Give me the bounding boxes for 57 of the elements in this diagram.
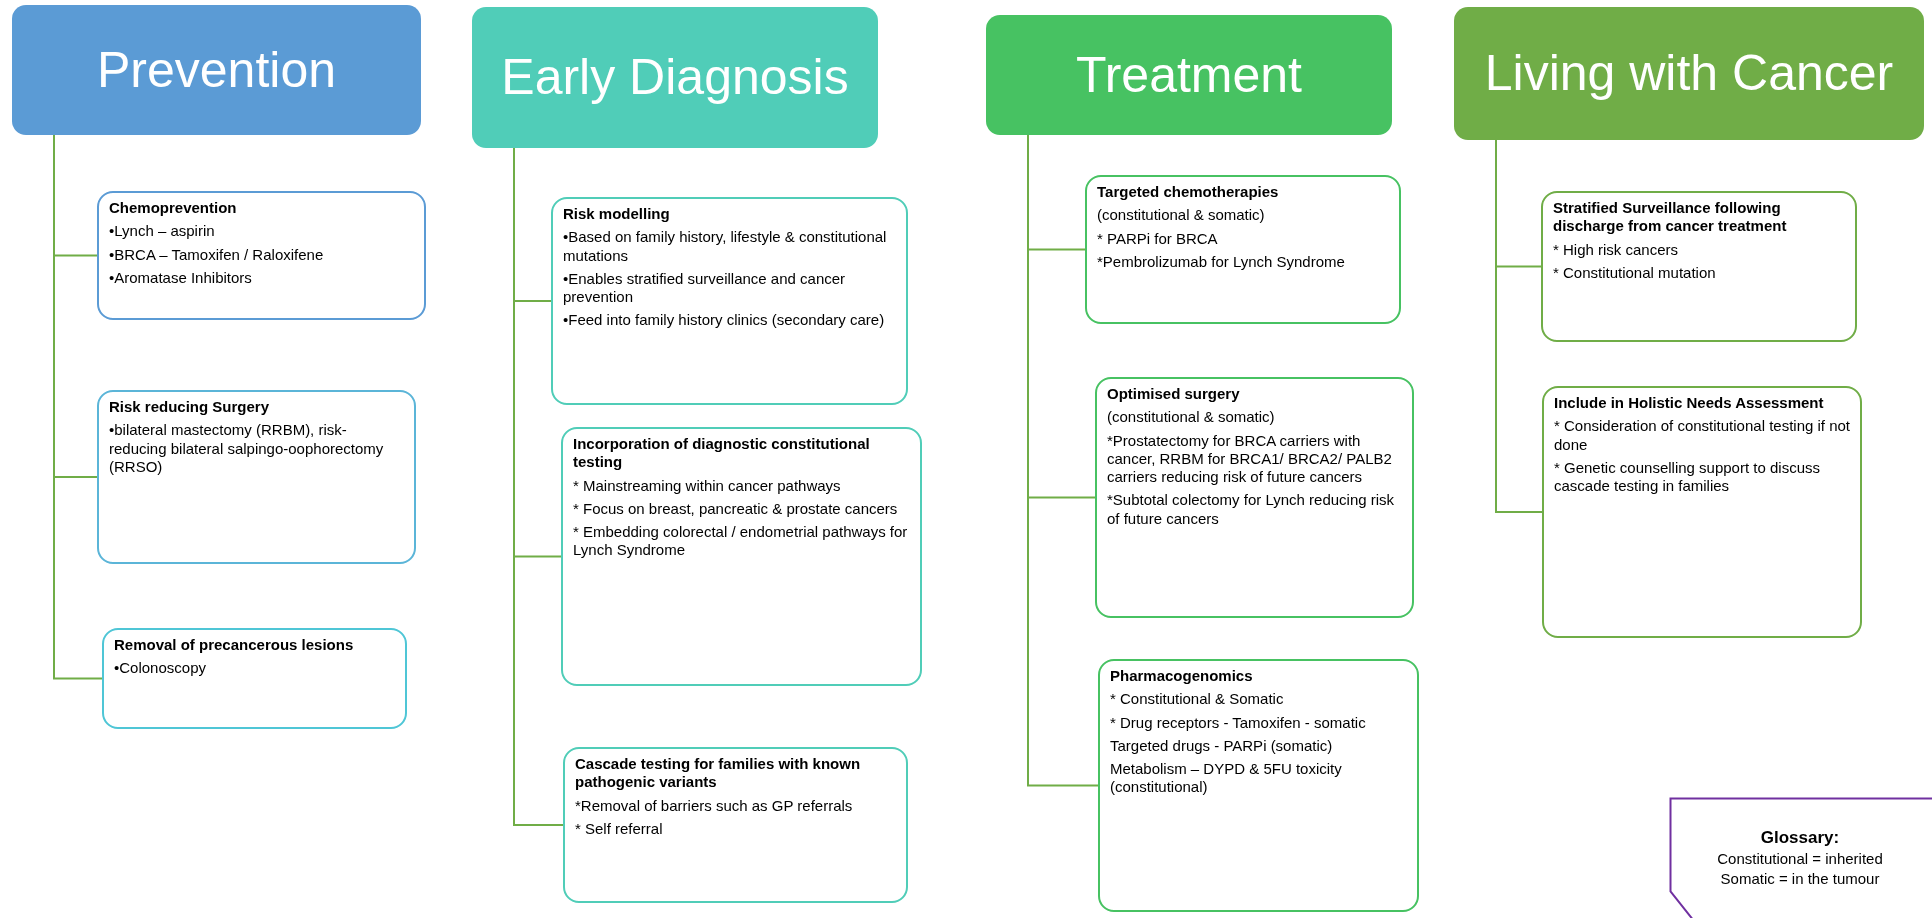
box-text: (constitutional & somatic): [1107, 408, 1276, 427]
box-text: *Pembrolizumab for Lynch Syndrome: [1097, 252, 1346, 272]
box-heading: Include in Holistic Needs Assessment: [1554, 394, 1825, 413]
box-heading: Stratified Surveillance following discharge from cancer treatment: [1553, 199, 1788, 236]
glossary-text: Constitutional = inherited: [1717, 849, 1883, 869]
category-header: Early Diagnosis: [472, 7, 878, 148]
glossary-text: Somatic = in the tumour: [1720, 868, 1880, 889]
info-box: [97, 191, 426, 320]
box-text: * Drug receptors - Tamoxifen - somatic: [1110, 713, 1367, 732]
box-text: * Consideration of constitutional testing if not done: [1554, 417, 1850, 454]
info-box: [97, 390, 416, 564]
info-box: [1542, 386, 1862, 638]
box-text: •Lynch – aspirin: [109, 222, 216, 241]
box-text: * Constitutional & Somatic: [1110, 690, 1285, 709]
box-text: Targeted drugs - PARPi (somatic): [1110, 736, 1334, 756]
box-heading: Pharmacogenomics: [1110, 667, 1254, 686]
box-heading: Risk modelling: [563, 205, 671, 224]
box-heading: Risk reducing Surgery: [109, 398, 271, 417]
box-text: * Focus on breast, pancreatic & prostate cancers: [573, 499, 899, 519]
box-text: •BRCA – Tamoxifen / Raloxifene: [109, 245, 325, 264]
box-text: •Based on family history, lifestyle & constitutional mutations: [563, 228, 888, 265]
box-text: * Embedding colorectal / endometrial pathways for Lynch Syndrome: [573, 523, 909, 560]
box-text: * Mainstreaming within cancer pathways: [573, 476, 842, 495]
box-heading: Targeted chemotherapies: [1097, 183, 1280, 202]
box-text: * Constitutional mutation: [1553, 263, 1717, 283]
box-heading: Cascade testing for families with known pathogenic variants: [575, 755, 862, 792]
info-box: [561, 427, 922, 686]
info-box: [1098, 659, 1419, 912]
info-box: [551, 197, 908, 405]
box-text: * High risk cancers: [1553, 240, 1680, 259]
info-box: [102, 628, 407, 729]
box-text: *Removal of barriers such as GP referrals: [575, 796, 854, 815]
box-heading: Incorporation of diagnostic constitutional testing: [573, 435, 871, 472]
box-text: •Enables stratified surveillance and cancer prevention: [563, 269, 847, 307]
box-text: *Subtotal colectomy for Lynch reducing risk of future cancers: [1107, 491, 1396, 529]
box-text: Metabolism – DYPD & 5FU toxicity (constitutional): [1110, 760, 1343, 797]
box-text: * Genetic counselling support to discuss cascade testing in families: [1554, 458, 1821, 496]
info-box: [563, 747, 908, 903]
box-heading: Optimised surgery: [1107, 385, 1241, 404]
category-header: Living with Cancer: [1454, 7, 1924, 140]
box-text: * Self referral: [575, 819, 664, 839]
box-text: * PARPi for BRCA: [1097, 229, 1219, 248]
info-box: [1085, 175, 1401, 324]
box-text: •bilateral mastectomy (RRBM), risk-reducing bilateral salpingo-oophorectomy (RRSO): [109, 421, 385, 477]
info-box: [1541, 191, 1857, 342]
info-box: [1095, 377, 1414, 618]
category-header: Treatment: [986, 15, 1392, 135]
box-text: •Aromatase Inhibitors: [109, 268, 253, 288]
box-heading: Removal of precancerous lesions: [114, 636, 355, 655]
box-text: •Colonoscopy: [114, 659, 207, 678]
box-text: (constitutional & somatic): [1097, 206, 1266, 225]
box-text: *Prostatectomy for BRCA carriers with cancer, RRBM for BRCA1/ BRCA2/ PALB2 carriers reducing risk of future cancers: [1107, 431, 1393, 487]
glossary-box: [1669, 797, 1932, 918]
category-header: Prevention: [12, 5, 421, 135]
box-text: •Feed into family history clinics (secondary care): [563, 311, 886, 330]
glossary-heading: Glossary:: [1760, 826, 1840, 849]
box-heading: Chemoprevention: [109, 199, 238, 218]
